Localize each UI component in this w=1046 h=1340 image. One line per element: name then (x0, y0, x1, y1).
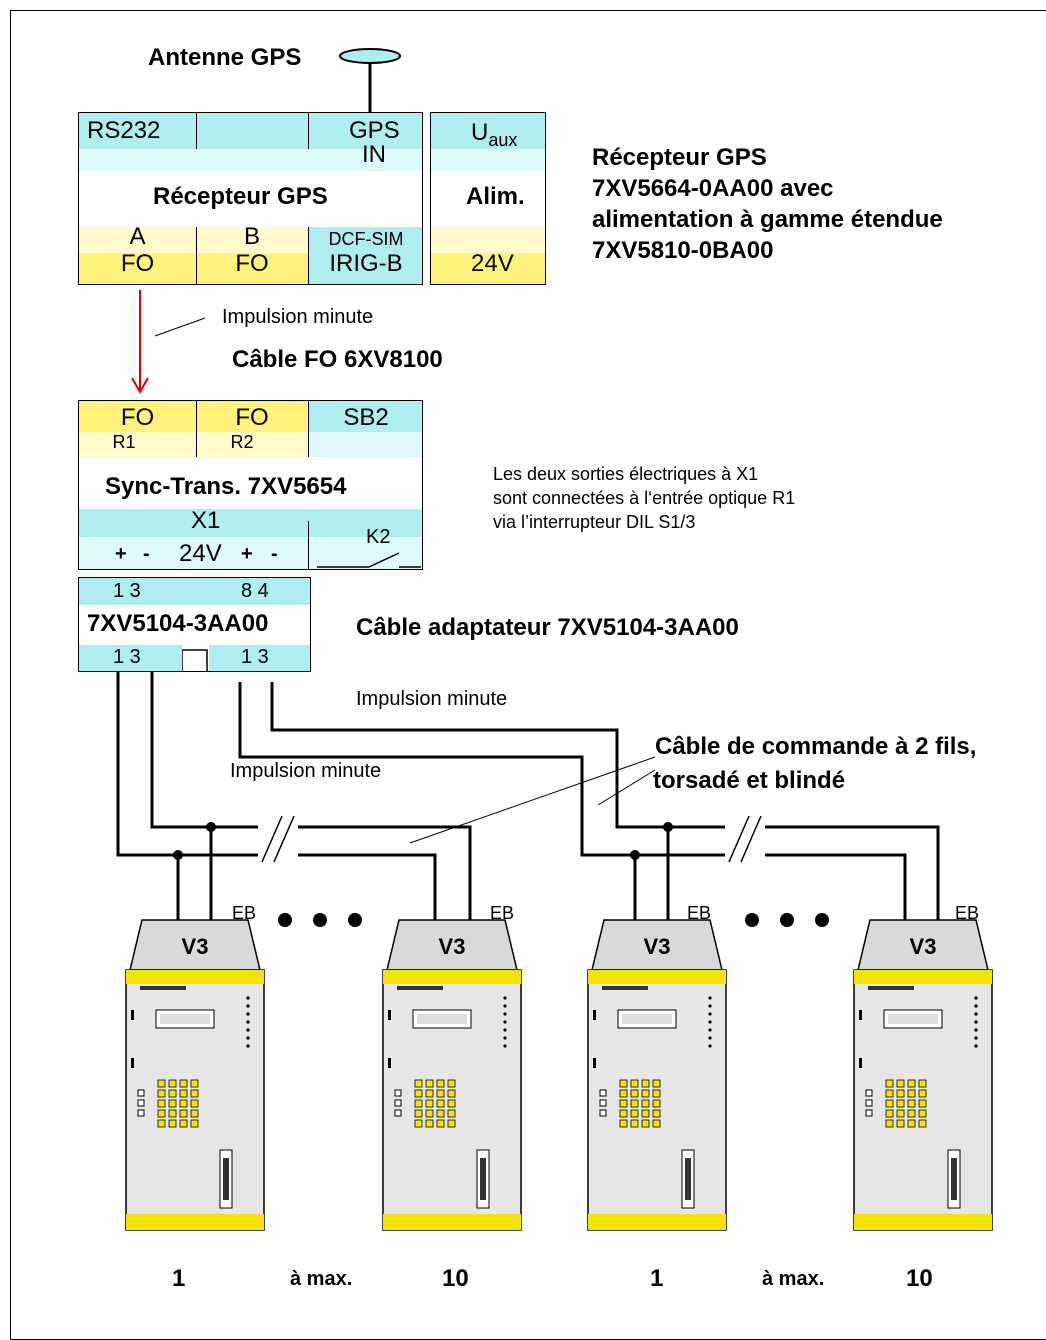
junction-dot (630, 850, 640, 860)
port-c-irig: IRIG-B (329, 250, 403, 277)
device-badge: V3 (439, 934, 466, 959)
port-b-fo: FO (235, 250, 269, 277)
adapter-name: 7XV5104-3AA00 (87, 610, 269, 637)
port-a-label: A (129, 223, 146, 250)
wire-left-inner (150, 672, 472, 920)
fo-arrow-head (131, 377, 149, 395)
fo-port-2: FO (235, 404, 269, 431)
pulse-label-top: Impulsion minute (222, 306, 374, 328)
break-mark (728, 815, 750, 863)
junction-dot (173, 850, 183, 860)
cable-pointer-1 (409, 756, 656, 844)
protection-device: V3 (382, 919, 522, 1231)
k2-label: K2 (366, 526, 391, 548)
x1-label: X1 (191, 507, 221, 534)
v24-label: 24V (179, 540, 222, 567)
junction-dot (206, 822, 216, 832)
junction-dot (663, 822, 673, 832)
port-c-dcf: DCF-SIM (328, 229, 404, 249)
receiver-name: Récepteur GPS (153, 183, 328, 210)
minus-2: - (271, 543, 278, 565)
adapter-description: Câble adaptateur 7XV5104-3AA00 (356, 614, 739, 641)
alim-voltage: 24V (471, 250, 514, 277)
sync-trans-block: FO R1 FO R2 SB2 Sync-Trans. 7XV5654 X1 +… (78, 400, 423, 570)
eb-label-2: EB (490, 903, 515, 923)
range-label-left: à max. (290, 1268, 353, 1290)
antenna-icon (339, 48, 401, 64)
protection-device: V3 (853, 919, 993, 1231)
pulse-label-right: Impulsion minute (356, 688, 508, 710)
gps-receiver-block: RS232 GPS IN Récepteur GPS A FO B FO DCF… (78, 112, 423, 285)
cable-pointer-2 (597, 769, 656, 806)
device-number-4: 10 (906, 1265, 933, 1292)
control-cable-label: Câble de commande à 2 fils, torsadé et b… (653, 733, 977, 794)
port-b-label: B (243, 223, 260, 250)
break-mark (273, 815, 295, 863)
alim-label: Alim. (466, 183, 525, 210)
r2-label: R2 (230, 432, 254, 452)
receiver-description: Récepteur GPS 7XV5664-0AA00 avec aliment… (592, 144, 943, 264)
ellipsis-right-icon (745, 913, 829, 927)
rs232-label: RS232 (87, 117, 161, 144)
break-mark (740, 815, 762, 863)
k2-contact-icon (317, 552, 421, 568)
break-mark (261, 815, 283, 863)
gps-in-label-2: IN (362, 141, 386, 168)
eb-label-1: EB (232, 903, 257, 923)
device-badge: V3 (910, 934, 937, 959)
uaux-label: Uaux (471, 119, 518, 150)
device-badge: V3 (644, 934, 671, 959)
gps-in-label: GPS (349, 117, 400, 144)
sync-note: Les deux sorties électriques à X1 sont c… (493, 464, 796, 532)
minus-1: - (143, 543, 150, 565)
protection-device: V3 (125, 919, 265, 1231)
sb2-label: SB2 (343, 404, 389, 431)
protection-device: V3 (587, 919, 727, 1231)
plus-1: + (115, 543, 127, 565)
adapter-top-pins-right: 8 4 (241, 580, 269, 602)
fo-port-1: FO (120, 404, 155, 431)
wire-right-outer (238, 682, 907, 920)
device-badge: V3 (182, 934, 209, 959)
device-number-1: 1 (172, 1265, 186, 1292)
antenna-label: Antenne GPS (148, 44, 302, 71)
pulse-label-left: Impulsion minute (230, 760, 382, 782)
pulse-pointer-top (154, 317, 206, 337)
power-supply-block: Uaux Alim. 24V (430, 112, 546, 285)
sync-trans-name: Sync-Trans. 7XV5654 (105, 473, 347, 500)
eb-label-4: EB (955, 903, 980, 923)
device-number-3: 1 (650, 1265, 664, 1292)
adapter-top-pins-left: 1 3 (113, 580, 141, 602)
ellipsis-left-icon (278, 913, 362, 927)
fo-cable-label: Câble FO 6XV8100 (232, 346, 443, 373)
adapter-bottom-pins-right: 1 3 (241, 646, 269, 668)
adapter-block: 1 3 8 4 7XV5104-3AA00 1 3 1 3 (78, 577, 311, 672)
wire-right-inner (270, 682, 940, 920)
device-number-2: 10 (442, 1265, 469, 1292)
range-label-right: à max. (762, 1268, 825, 1290)
plus-2: + (241, 543, 253, 565)
eb-label-3: EB (687, 903, 712, 923)
r1-label: R1 (112, 432, 136, 452)
adapter-jumper (181, 649, 208, 671)
port-a-fo: FO (120, 250, 155, 277)
adapter-bottom-pins-left: 1 3 (113, 646, 141, 668)
